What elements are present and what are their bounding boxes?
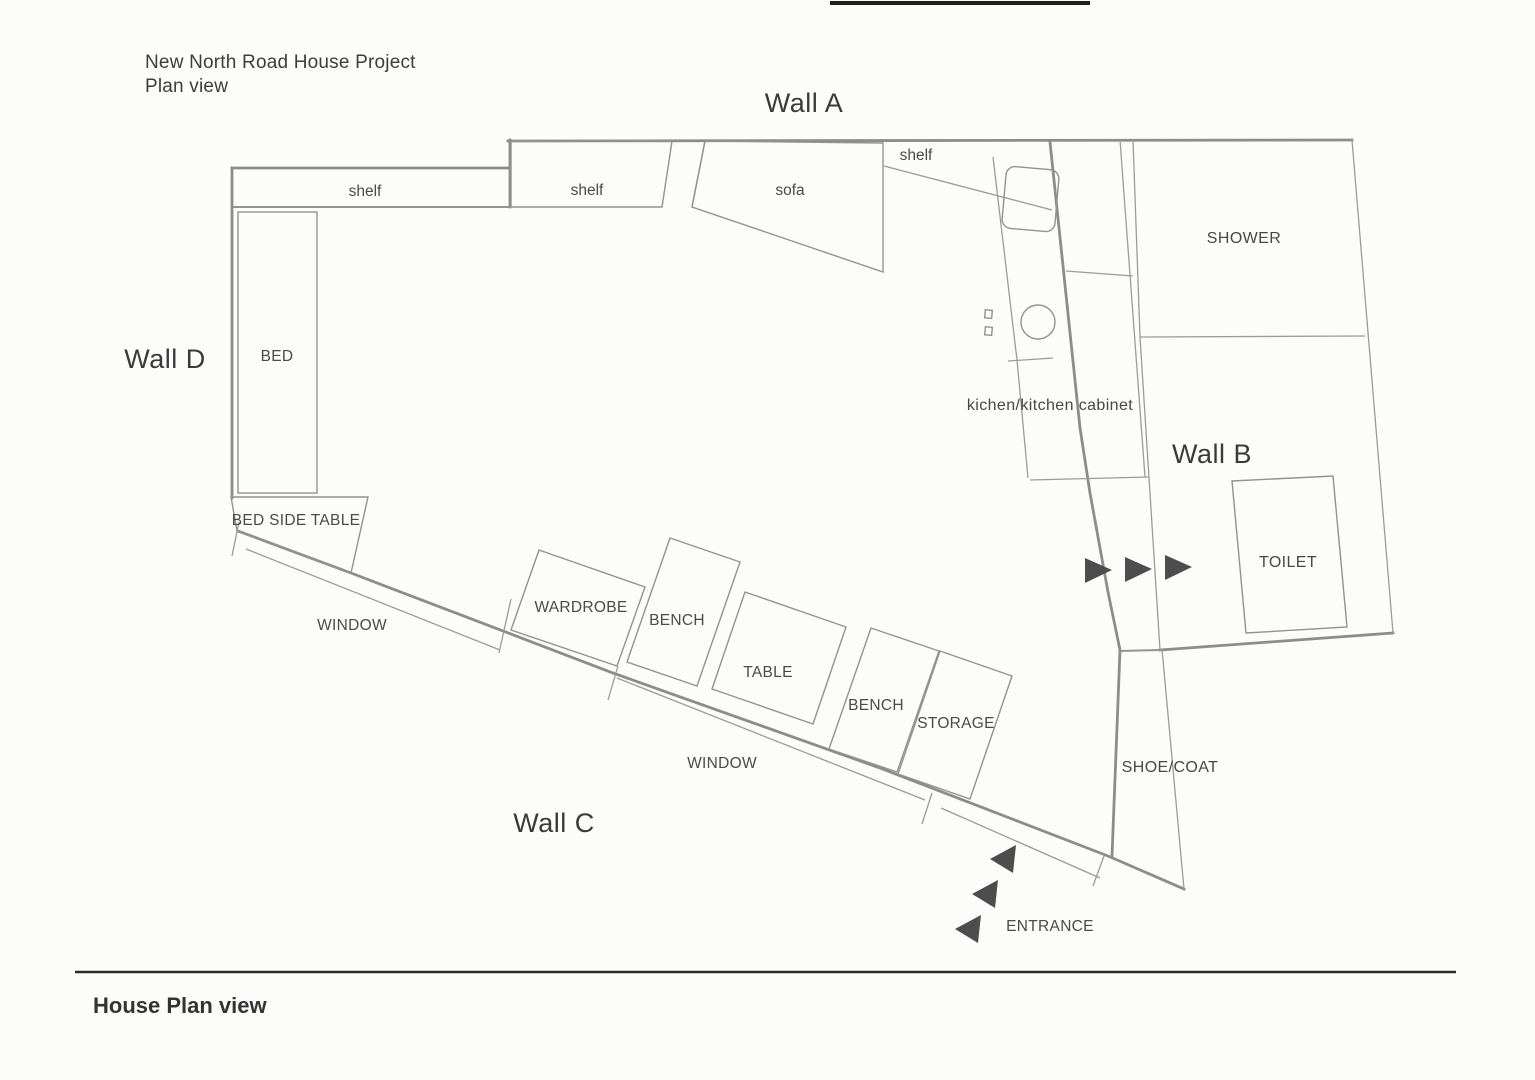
sofa-label: sofa [775,182,805,199]
bed-side-table-label: BED SIDE TABLE [232,512,361,529]
bed-side-table-shape [230,496,369,574]
kitchen-notch-1 [983,308,994,320]
shelf-right-label: shelf [900,147,933,164]
bench-2-label: BENCH [848,697,904,714]
bench-1-shape [626,537,741,687]
window-3-outer-line [940,807,1101,879]
toilet-label: TOILET [1259,554,1317,571]
kitchen-pass-arrow-3 [1165,555,1192,580]
kitchen-corridor-wall [1048,140,1122,858]
cabinet-divider [1065,270,1134,277]
wall-a-label: Wall A [765,88,844,118]
kitchen-pass-arrow-2 [1125,557,1152,582]
cabinet-right-edge [1119,139,1146,478]
right-outer-wall [1351,139,1394,634]
entrance-label: ENTRANCE [1006,918,1094,935]
window-tick-3 [607,665,619,701]
toilet-shape [1231,475,1348,634]
window-tick-5 [1092,855,1105,887]
bed-label: BED [261,348,294,365]
kitchen-pass-arrow-1 [1085,558,1112,583]
kitchen-counter-bottom [1007,357,1054,362]
shelf-left-label: shelf [349,183,382,200]
entrance-arrow-1 [990,845,1016,873]
bench-2-shape [828,627,940,773]
toilet-area-bottom-wall [1158,631,1395,652]
wall-c-line [236,529,1186,891]
walls-group [230,138,1395,891]
kitchen-sink-circle [1020,304,1056,340]
project-subtitle: Plan view [145,76,228,97]
kitchen-stove-shape [1001,165,1060,233]
cabinet-bottom-line [1029,476,1149,481]
project-title: New North Road House Project [145,52,416,73]
wall-b-label: Wall B [1172,439,1252,469]
kitchen-notch-2 [983,325,994,337]
shower-bottom-wall [1139,335,1366,338]
wardrobe-label: WARDROBE [534,599,627,616]
kitchen-cabinet-label: kichen/kitchen cabinet [967,397,1133,414]
shelf-middle-label: shelf [571,182,604,199]
wardrobe-shape [510,549,646,667]
entrance-arrow-2 [972,880,998,908]
corridor-top-wall [1119,649,1161,652]
storage-label: STORAGE [917,715,995,732]
window-2-label: WINDOW [687,755,757,772]
shower-label: SHOWER [1207,230,1281,247]
table-label: TABLE [743,664,792,681]
furniture-group [230,140,1348,800]
window-1-outer-line [245,548,501,651]
bench-1-label: BENCH [649,612,705,629]
storage-shape [897,650,1013,800]
windows-group [231,521,1105,887]
bed-shape [237,211,318,494]
wall-d-label: Wall D [124,344,206,374]
entrance-arrow-3 [955,915,981,943]
corridor-right-edge [1161,648,1185,890]
window-2-outer-line [616,677,926,801]
shoe-coat-label: SHOE/COAT [1122,759,1219,776]
arrows-group [955,555,1192,943]
table-shape [711,591,847,725]
thin-lines-group [883,139,1394,890]
shelf-middle-shape [510,140,673,208]
kitchen-counter-left-edge [992,156,1029,479]
window-1-label: WINDOW [317,617,387,634]
wall-c-label: Wall C [513,808,595,838]
sofa-shape [691,140,884,273]
window-tick-1 [231,521,240,557]
page-caption: House Plan view [93,993,268,1018]
window-tick-2 [498,598,512,654]
shelf-right-slant [883,165,1053,211]
window-tick-4 [921,792,933,825]
labels-group: New North Road House Project Plan view W… [93,52,1317,1018]
